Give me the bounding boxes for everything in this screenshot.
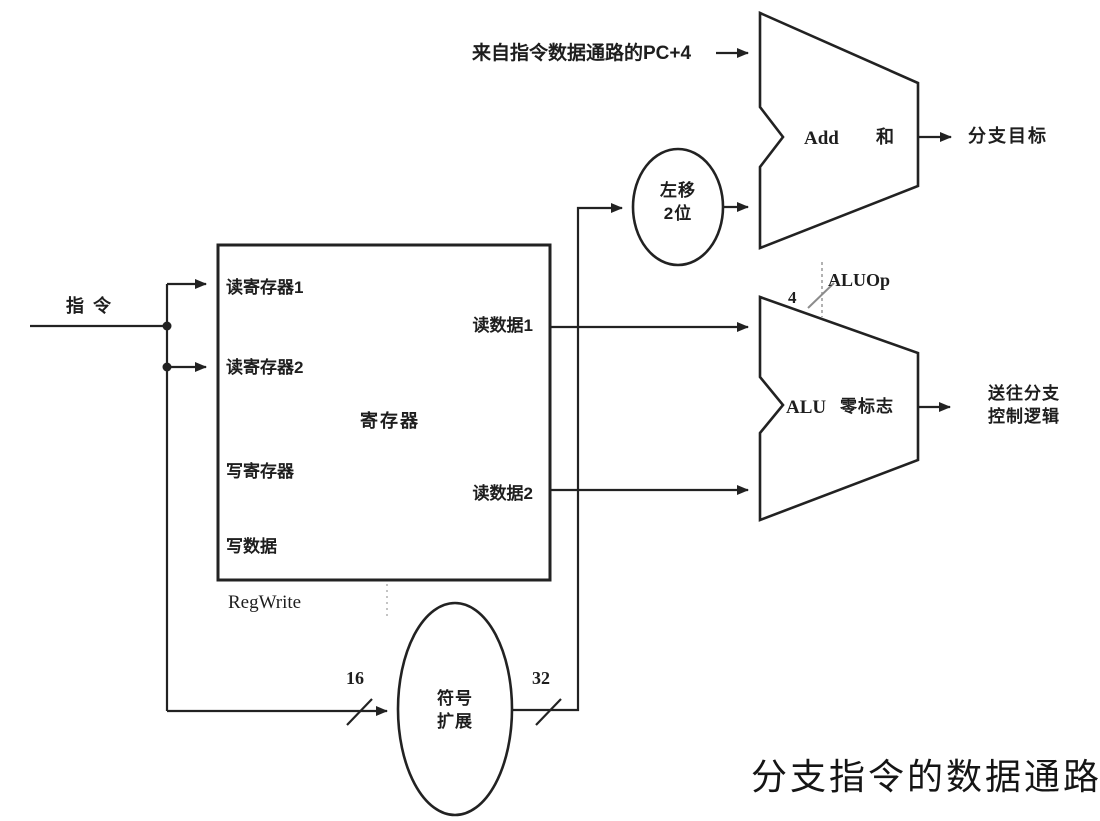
adder-shape: [758, 11, 920, 250]
port-write-data: 写数据: [226, 537, 277, 556]
to-branch-logic-line1: 送往分支: [988, 384, 1060, 403]
alu-shape: [758, 295, 920, 522]
bus-slash-4: [807, 282, 835, 309]
shift-left-line1: 左移: [660, 181, 696, 200]
shift-left-label: 左移 2位: [633, 179, 723, 225]
sign-extend-line1: 符号: [437, 689, 473, 708]
to-branch-logic-line2: 控制逻辑: [988, 407, 1060, 426]
figure-caption: 分支指令的数据通路: [751, 757, 1100, 797]
alu-en-label: ALU: [786, 397, 827, 418]
alu-zero-label: 零标志: [840, 397, 894, 416]
regwrite-label: RegWrite: [228, 592, 302, 613]
adder-en-label: Add: [804, 128, 839, 149]
junction-dot: [162, 321, 172, 331]
bus-slash-32: [535, 698, 562, 726]
to-branch-logic-label: 送往分支 控制逻辑: [978, 382, 1070, 428]
adder-zh-label: 和: [876, 127, 894, 147]
register-file-title: 寄存器: [360, 411, 420, 431]
pc4-input-label: 来自指令数据通路的PC+4: [472, 43, 692, 64]
port-read-register-2: 读寄存器2: [226, 358, 304, 377]
bus-width-4: 4: [788, 288, 797, 307]
port-read-register-1: 读寄存器1: [226, 278, 304, 297]
register-file-box: [216, 243, 552, 582]
wire-sign-extend-out: [511, 203, 623, 712]
port-read-data-1: 读数据1: [472, 316, 533, 335]
bus-width-16: 16: [346, 668, 364, 688]
bus-slash-16: [346, 698, 373, 726]
branch-target-label: 分支目标: [968, 126, 1048, 146]
sign-extend-label: 符号 扩展: [410, 687, 500, 733]
aluop-label: ALUOp: [828, 270, 891, 290]
port-read-data-2: 读数据2: [472, 484, 533, 503]
port-write-register: 写寄存器: [226, 462, 294, 481]
shift-left-line2: 2位: [663, 204, 693, 223]
bus-width-32: 32: [532, 668, 550, 688]
instruction-label: 指令: [66, 296, 120, 316]
sign-extend-line2: 扩展: [437, 712, 473, 731]
